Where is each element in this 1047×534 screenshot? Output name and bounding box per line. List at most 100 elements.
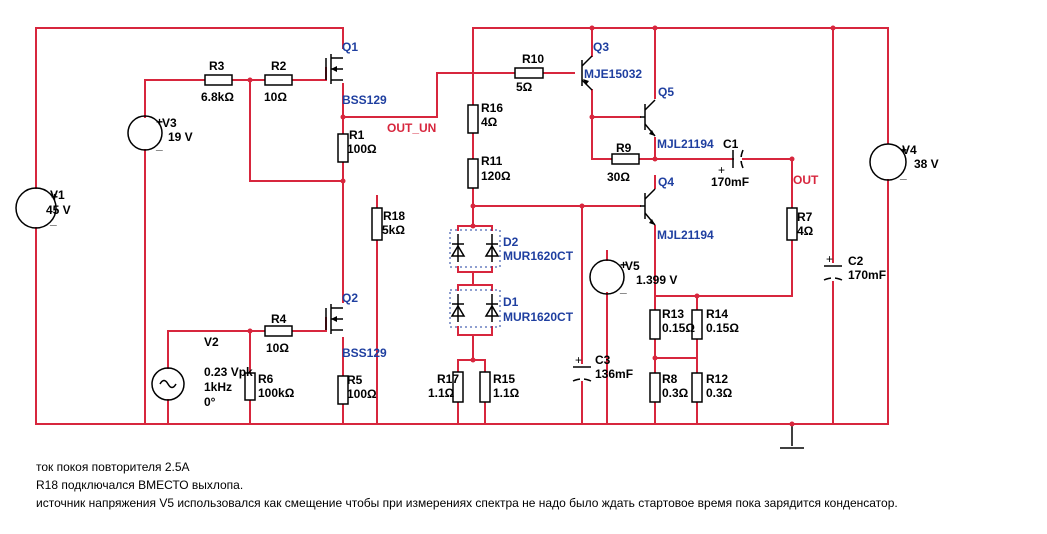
label-r7-name: R7 <box>797 210 813 224</box>
label-q2-name: Q2 <box>342 291 358 305</box>
label-v5-name: V5 <box>625 259 640 273</box>
ground-symbol <box>780 424 804 449</box>
label-q1-part: BSS129 <box>342 93 387 107</box>
mosfet-q2 <box>325 304 343 334</box>
resistor-r7 <box>786 207 798 241</box>
label-d2-part: MUR1620CT <box>503 249 574 263</box>
label-q4-name: Q4 <box>658 175 674 189</box>
resistor-r14 <box>691 309 703 340</box>
label-r9-value: 30Ω <box>607 170 630 184</box>
label-r1-value: 100Ω <box>347 142 377 156</box>
resistor-r9 <box>611 153 640 165</box>
label-c1-value: 170mF <box>711 175 749 189</box>
bjt-q4 <box>640 188 656 226</box>
label-r1-name: R1 <box>349 128 365 142</box>
label-r2-name: R2 <box>271 59 287 73</box>
net-label-out: OUT <box>793 173 819 187</box>
diode-d1 <box>449 289 501 328</box>
svg-text:_: _ <box>619 281 627 295</box>
label-v2-value1: 0.23 Vpk <box>204 365 253 379</box>
resistor-r13 <box>649 309 661 340</box>
svg-text:+: + <box>718 163 725 177</box>
resistor-r6 <box>244 372 256 401</box>
label-v2-value2: 1kHz <box>204 380 232 394</box>
label-r5-name: R5 <box>347 373 363 387</box>
label-r11-value: 120Ω <box>481 169 511 183</box>
resistor-r11 <box>467 158 479 189</box>
label-q5-part: MJL21194 <box>657 137 714 151</box>
label-v1-name: V1 <box>50 188 65 202</box>
label-r17-name: R17 <box>437 372 459 386</box>
diode-d2 <box>449 229 501 268</box>
ac-source-v2 <box>151 367 185 401</box>
resistor-r5 <box>337 375 349 405</box>
label-r16-value: 4Ω <box>481 115 498 129</box>
label-r14-value: 0.15Ω <box>706 321 739 335</box>
label-r8-value: 0.3Ω <box>662 386 689 400</box>
resistor-r12 <box>691 372 703 403</box>
label-r8-name: R8 <box>662 372 678 386</box>
label-d1-name: D1 <box>503 295 519 309</box>
label-r10-name: R10 <box>522 52 544 66</box>
label-v3-name: V3 <box>162 116 177 130</box>
resistor-r16 <box>467 104 479 134</box>
label-c2-name: C2 <box>848 254 864 268</box>
label-r10-value: 5Ω <box>516 80 533 94</box>
resistor-r3 <box>204 74 233 86</box>
svg-text:_: _ <box>155 138 163 152</box>
label-r15-value: 1.1Ω <box>493 386 520 400</box>
label-v4-name: V4 <box>902 143 917 157</box>
svg-text:_: _ <box>49 213 57 227</box>
bjt-q3 <box>581 55 593 91</box>
label-r12-name: R12 <box>706 372 728 386</box>
label-v4-value: 38 V <box>914 157 939 171</box>
resistor-r17 <box>452 371 464 403</box>
label-v2-value3: 0° <box>204 395 216 409</box>
resistor-r8 <box>649 372 661 403</box>
label-r9-name: R9 <box>616 141 632 155</box>
label-r18-name: R18 <box>383 209 405 223</box>
label-r3-name: R3 <box>209 59 225 73</box>
note-line-2: R18 подключался ВМЕСТО выхлопа. <box>36 478 244 492</box>
label-r4-value: 10Ω <box>266 341 289 355</box>
voltage-source-v1: + _ <box>15 187 58 229</box>
label-q1-name: Q1 <box>342 40 358 54</box>
resistors <box>204 67 798 405</box>
label-r6-value: 100kΩ <box>258 386 295 400</box>
label-r6-name: R6 <box>258 372 274 386</box>
label-v3-value: 19 V <box>168 130 193 144</box>
label-r13-value: 0.15Ω <box>662 321 695 335</box>
label-c3-name: C3 <box>595 353 611 367</box>
bjt-q5 <box>640 99 656 137</box>
label-q5-name: Q5 <box>658 85 674 99</box>
svg-text:+: + <box>575 353 582 367</box>
label-r18-value: 5kΩ <box>382 223 405 237</box>
label-d1-part: MUR1620CT <box>503 310 574 324</box>
note-line-1: ток покоя повторителя 2.5А <box>36 460 190 474</box>
svg-text:+: + <box>900 143 907 157</box>
voltage-source-v4: + _ <box>869 143 907 181</box>
net-label-out-un: OUT_UN <box>387 121 436 135</box>
wires <box>35 27 889 425</box>
label-r12-value: 0.3Ω <box>706 386 733 400</box>
mosfet-q1 <box>325 54 343 84</box>
svg-text:_: _ <box>899 167 907 181</box>
label-q3-part: MJE15032 <box>584 67 642 81</box>
svg-text:+: + <box>620 258 627 272</box>
label-c2-value: 170mF <box>848 268 886 282</box>
resistor-r10 <box>514 67 544 79</box>
capacitor-c1: + <box>718 149 744 177</box>
resistor-r1 <box>337 133 349 163</box>
svg-text:+: + <box>51 190 58 204</box>
label-q4-part: MJL21194 <box>657 228 714 242</box>
voltage-source-v3: + _ <box>127 115 163 152</box>
label-v1-value: 45 V <box>46 203 71 217</box>
label-d2-name: D2 <box>503 235 519 249</box>
label-r15-name: R15 <box>493 372 515 386</box>
voltage-source-v5: + _ <box>589 258 627 295</box>
notes-block: ток покоя повторителя 2.5А R18 подключал… <box>36 458 898 512</box>
label-q3-name: Q3 <box>593 40 609 54</box>
junctions <box>247 25 836 427</box>
